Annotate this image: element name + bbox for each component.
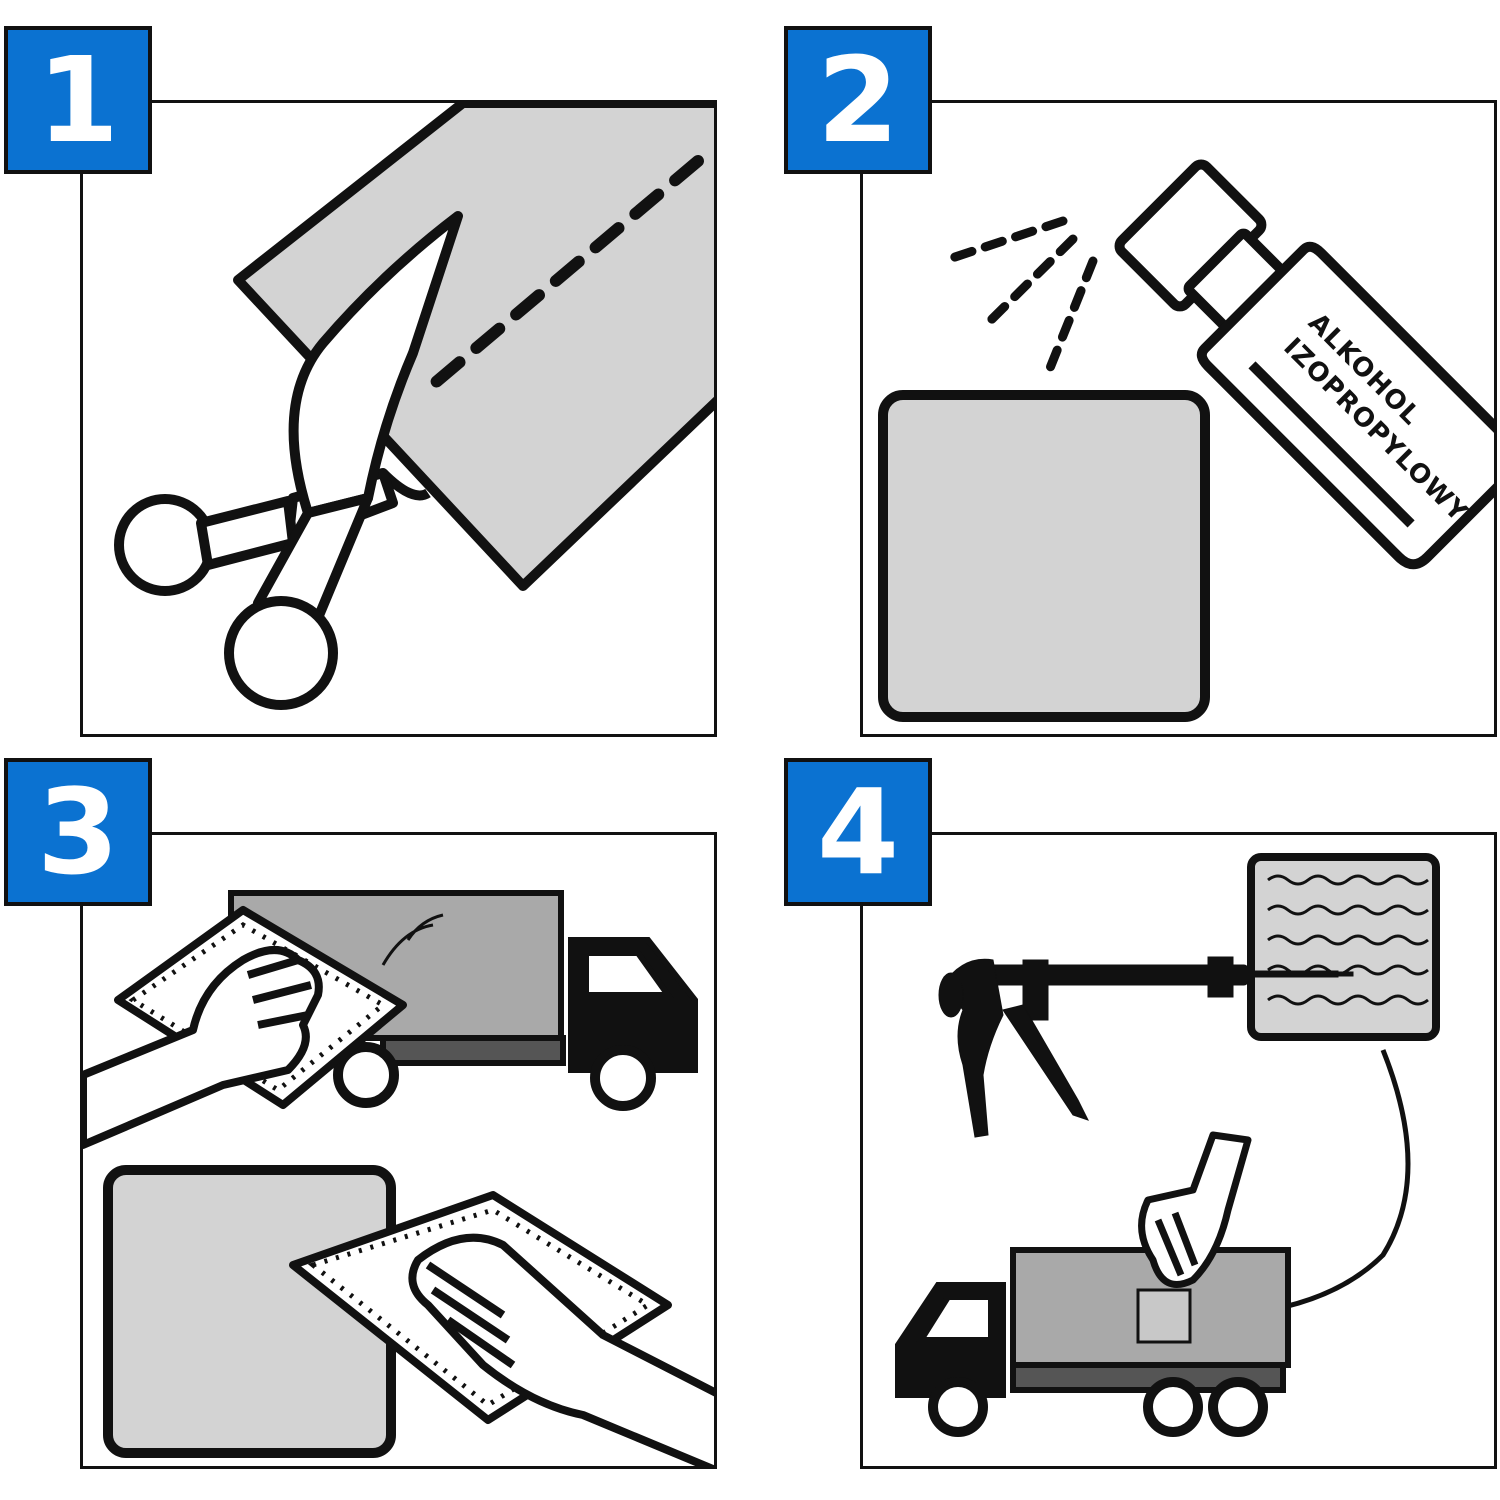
step-1-panel	[80, 100, 717, 737]
step-1-illustration	[114, 103, 714, 710]
step-3-illustration	[83, 890, 714, 1466]
spray-mist	[938, 216, 1098, 378]
step-4-badge: 4	[784, 758, 932, 906]
truck-icon	[228, 890, 698, 1111]
cut-line	[417, 155, 704, 399]
step-2-illustration: ALKOHOL IZOPROPYLOWY	[878, 159, 1494, 722]
truck-icon	[895, 1247, 1291, 1437]
step-3-panel	[80, 832, 717, 1469]
hand-icon	[1138, 1131, 1252, 1288]
step-3-badge: 3	[4, 758, 152, 906]
scissors-icon	[114, 211, 463, 710]
step-1-badge: 1	[4, 26, 152, 174]
step-2-badge: 2	[784, 26, 932, 174]
patch-square	[878, 390, 1210, 722]
step-2-panel: ALKOHOL IZOPROPYLOWY	[860, 100, 1497, 737]
hand-icon	[83, 946, 323, 1149]
patch-icon	[1247, 853, 1440, 1041]
step-4-panel	[860, 832, 1497, 1469]
hand-icon	[408, 1233, 714, 1466]
step-4-illustration	[895, 853, 1440, 1437]
caulking-gun-icon	[938, 956, 1354, 1138]
